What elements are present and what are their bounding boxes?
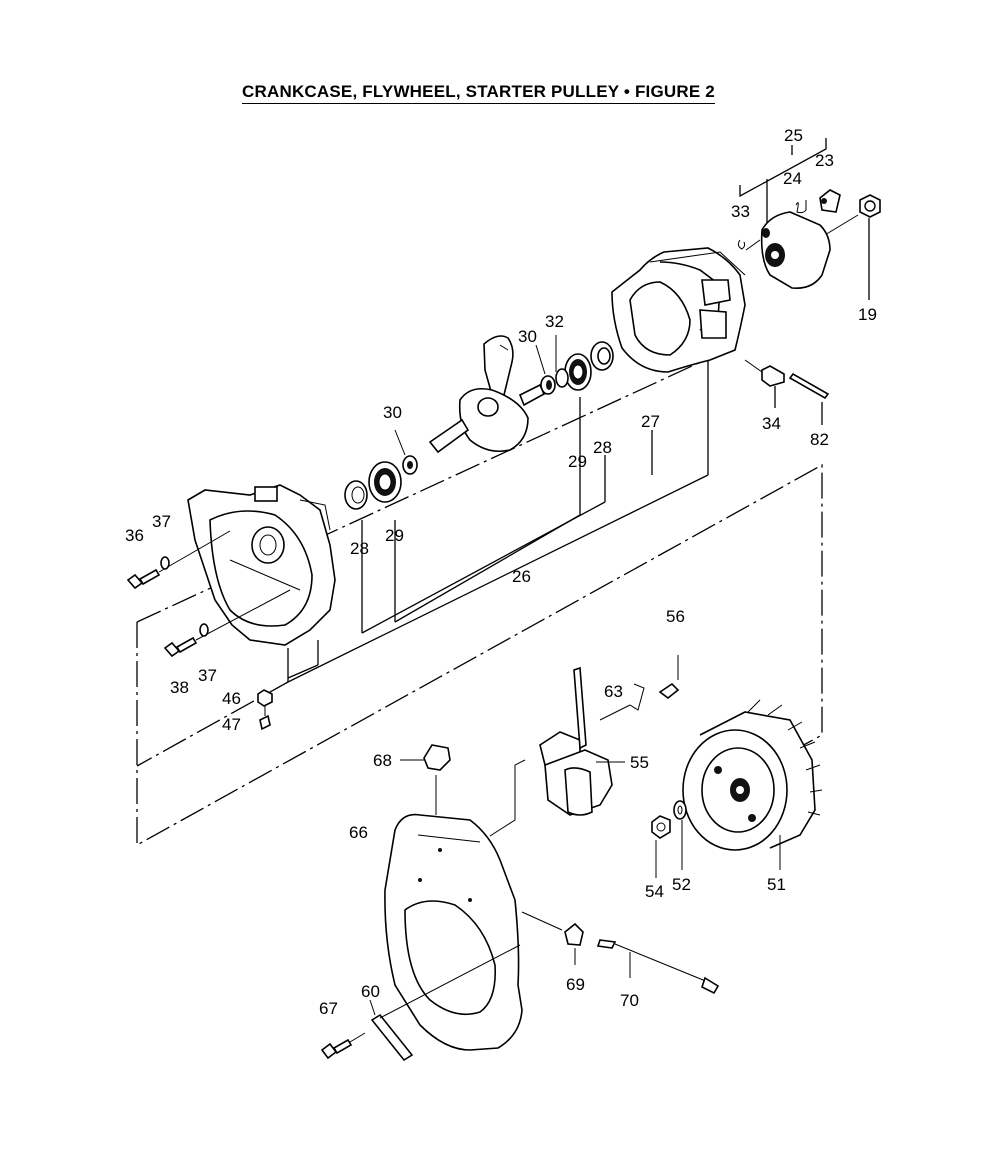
callout-67: 67 bbox=[319, 999, 338, 1018]
spacer-60 bbox=[369, 944, 521, 1062]
nut-19 bbox=[859, 194, 881, 300]
callout-labels: 25 23 24 33 19 30 32 34 82 30 29 28 27 3… bbox=[125, 126, 877, 1018]
callout-29-right: 29 bbox=[568, 452, 587, 471]
callout-25: 25 bbox=[784, 126, 803, 145]
grommet-68 bbox=[400, 744, 451, 771]
nut-46 bbox=[257, 689, 273, 707]
callout-33: 33 bbox=[731, 202, 750, 221]
callout-24: 24 bbox=[783, 169, 802, 188]
terminal-63 bbox=[599, 683, 645, 721]
washer-30-right bbox=[535, 344, 556, 395]
callout-38: 38 bbox=[170, 678, 189, 697]
washer-30-left bbox=[394, 429, 418, 475]
bolt-67 bbox=[320, 1032, 366, 1060]
ignition-coil bbox=[539, 666, 625, 816]
callout-30-lower: 30 bbox=[383, 403, 402, 422]
washer-37-top bbox=[160, 556, 170, 570]
fuel-nipple-34 bbox=[744, 359, 785, 408]
oil-seal-28-right bbox=[590, 341, 614, 371]
ground-wire-70 bbox=[596, 939, 720, 995]
ring-32 bbox=[555, 335, 569, 388]
pawl bbox=[819, 189, 841, 213]
callout-52: 52 bbox=[672, 875, 691, 894]
bolt-47 bbox=[259, 706, 271, 731]
callout-51: 51 bbox=[767, 875, 786, 894]
callout-34: 34 bbox=[762, 414, 781, 433]
flywheel bbox=[682, 699, 823, 870]
crankshaft bbox=[428, 335, 546, 454]
callout-37-upper: 37 bbox=[152, 512, 171, 531]
clip bbox=[737, 239, 746, 250]
crankcase-left-half bbox=[187, 484, 336, 646]
callout-55: 55 bbox=[630, 753, 649, 772]
callout-36: 36 bbox=[125, 526, 144, 545]
callout-32: 32 bbox=[545, 312, 564, 331]
callout-56: 56 bbox=[666, 607, 685, 626]
figure-title: CRANKCASE, FLYWHEEL, STARTER PULLEY • FI… bbox=[0, 82, 957, 104]
figure-title-text: CRANKCASE, FLYWHEEL, STARTER PULLEY • FI… bbox=[242, 82, 715, 104]
callout-69: 69 bbox=[566, 975, 585, 994]
bearing-29-left bbox=[368, 461, 402, 503]
callout-54: 54 bbox=[645, 882, 664, 901]
callout-28-right: 28 bbox=[593, 438, 612, 457]
screw-56 bbox=[658, 655, 680, 700]
callout-29-left: 29 bbox=[385, 526, 404, 545]
nut-54 bbox=[651, 815, 671, 878]
starter-pulley bbox=[760, 211, 831, 290]
callout-60: 60 bbox=[361, 982, 380, 1001]
callout-68: 68 bbox=[373, 751, 392, 770]
callout-70: 70 bbox=[620, 991, 639, 1010]
callout-30-upper: 30 bbox=[518, 327, 537, 346]
assembly-bracket-lines bbox=[136, 359, 823, 847]
callout-63: 63 bbox=[604, 682, 623, 701]
callout-47: 47 bbox=[222, 715, 241, 734]
bearing-29-right bbox=[564, 353, 592, 391]
oil-seal-28-left bbox=[344, 480, 368, 510]
callout-46: 46 bbox=[222, 689, 241, 708]
callout-26: 26 bbox=[512, 567, 531, 586]
callout-27: 27 bbox=[641, 412, 660, 431]
fuel-line-82 bbox=[788, 372, 830, 425]
bolt-36 bbox=[126, 530, 231, 590]
washer-37-bottom bbox=[199, 623, 209, 637]
crankcase-right-half bbox=[611, 247, 746, 373]
callout-28-left: 28 bbox=[350, 539, 369, 558]
callout-37-lower: 37 bbox=[198, 666, 217, 685]
bolt-38 bbox=[163, 589, 291, 658]
grommet-69 bbox=[521, 911, 584, 965]
pawl-spring bbox=[795, 200, 807, 214]
callout-19: 19 bbox=[858, 305, 877, 324]
callout-82: 82 bbox=[810, 430, 829, 449]
callout-23: 23 bbox=[815, 151, 834, 170]
fan-cover bbox=[384, 759, 526, 1051]
washer-52 bbox=[673, 800, 687, 870]
callout-66: 66 bbox=[349, 823, 368, 842]
